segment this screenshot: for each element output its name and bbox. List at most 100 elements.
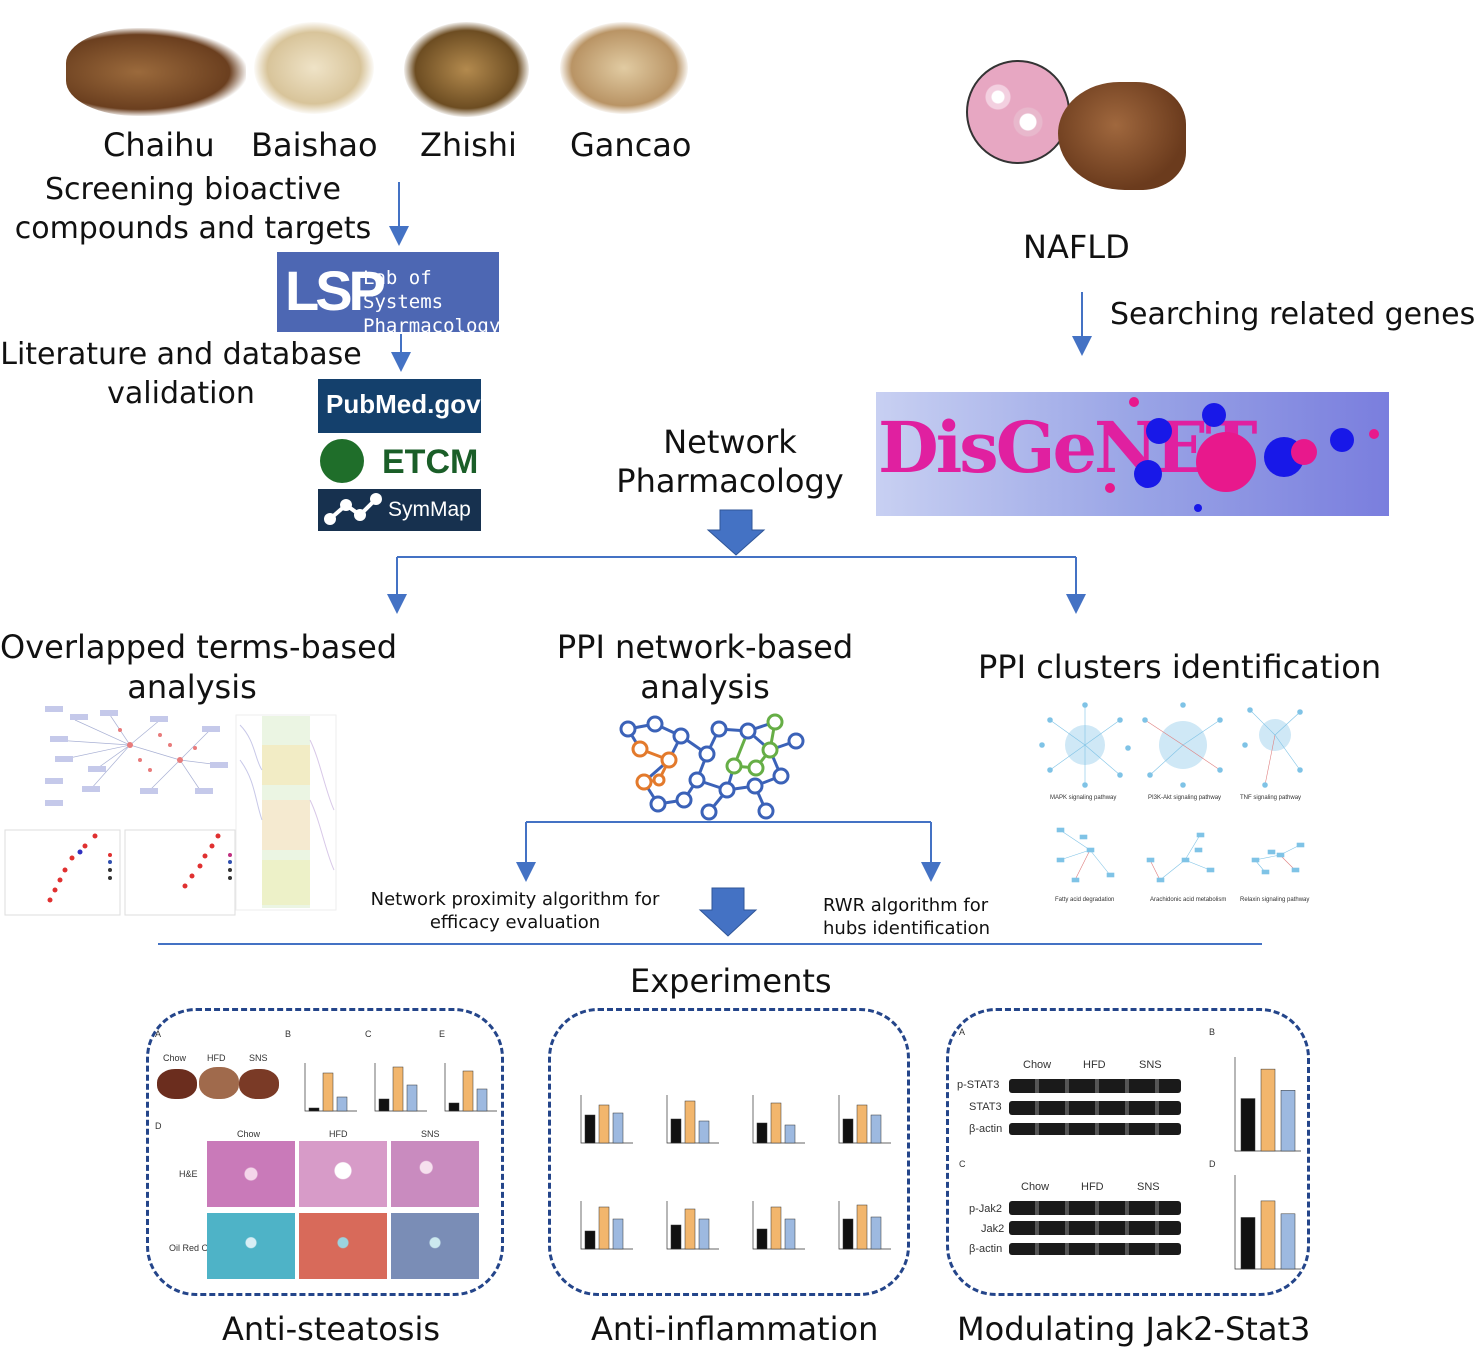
inflam-top-2-bar-0 <box>756 1122 768 1144</box>
he-hfd <box>299 1141 387 1207</box>
cluster-caption-6: Relaxin signaling pathway <box>1240 897 1310 903</box>
pubmed-logo: PubMed.gov <box>318 379 481 433</box>
inflammation-title: Anti-inflammation <box>591 1310 879 1348</box>
he-sns <box>391 1141 479 1207</box>
cluster-caption-3: TNF signaling pathway <box>1240 795 1302 801</box>
blot-stat3 <box>1009 1101 1181 1115</box>
overlap-network-nodes <box>45 706 228 806</box>
inflam-bottom-1-bar-0 <box>670 1224 682 1250</box>
inflam-bottom-2-bar-0 <box>756 1228 768 1250</box>
cluster-caption-1: MAPK signaling pathway <box>1050 795 1117 801</box>
literature-line-1: Literature and database <box>0 337 362 372</box>
steatosis-title: Anti-steatosis <box>222 1310 441 1348</box>
gancao-image <box>560 22 688 114</box>
etcm-seal-icon <box>320 439 364 483</box>
inflam-top-1-bar-2 <box>698 1120 710 1144</box>
jak-top-bar-2 <box>1280 1090 1296 1152</box>
disgenet-bubbles <box>1105 397 1379 512</box>
steatosis-b-bar-2 <box>336 1096 348 1112</box>
nafld-label: NAFLD <box>1023 228 1130 266</box>
block-arrow-experiments <box>698 887 758 937</box>
block-arrow-network <box>706 509 766 556</box>
rwr-line-2: hubs identification <box>823 918 991 939</box>
inflam-top-0-bar-2 <box>612 1112 624 1144</box>
chaihu-image <box>66 28 246 116</box>
cluster-4 <box>1056 827 1115 883</box>
inflam-top-3-bar-1 <box>856 1104 868 1144</box>
blot-jak2 <box>1009 1221 1181 1235</box>
jak-bottom-bar-1 <box>1260 1200 1276 1270</box>
searching-genes-label: Searching related genes <box>1110 297 1476 332</box>
inflam-top-0-bar-1 <box>598 1104 610 1144</box>
screening-line-2: compounds and targets <box>14 211 372 246</box>
inflam-top-2-bar-2 <box>784 1124 796 1144</box>
dotplot-thumbnail-2 <box>124 829 236 916</box>
inflam-bottom-2-bar-1 <box>770 1206 782 1250</box>
inflam-bottom-1-bar-2 <box>698 1218 710 1250</box>
jak-title: Modulating Jak2-Stat3 <box>957 1310 1311 1348</box>
cluster-2 <box>1142 702 1223 788</box>
network-label-line-2: Pharmacology <box>616 462 844 500</box>
jak-top-bar-1 <box>1260 1068 1276 1152</box>
he-chow <box>207 1141 295 1207</box>
ppi-clusters-title: PPI clusters identification <box>978 648 1382 686</box>
blot-p-jak2 <box>1009 1201 1181 1215</box>
ppi-clusters-thumbnail <box>1039 702 1305 883</box>
inflam-bottom-3-bar-0 <box>842 1218 854 1250</box>
histology-magnifier <box>966 60 1070 164</box>
steatosis-e-bar-0 <box>448 1102 460 1112</box>
panel-jak2-stat3: A B C D Chow HFD SNS p-STAT3 STAT3 β-act… <box>946 1008 1310 1296</box>
panel-anti-steatosis: A B C E D Chow HFD SNS Chow HFD SNS H&E … <box>146 1008 504 1296</box>
inflam-top-3-bar-0 <box>842 1118 854 1144</box>
jak-bottom-axis <box>1234 1175 1301 1270</box>
inflammation-bar-charts <box>580 1095 891 1250</box>
steatosis-e-bar-2 <box>476 1088 488 1112</box>
steatosis-c-bar-2 <box>406 1084 418 1112</box>
baishao-image <box>254 22 374 114</box>
herb-label-chaihu: Chaihu <box>103 126 215 164</box>
experiments-title: Experiments <box>630 962 832 1000</box>
inflam-top-0-bar-0 <box>584 1114 596 1144</box>
ppi-network-title-line-1: PPI network-based <box>556 628 854 666</box>
oro-chow <box>207 1213 295 1279</box>
rwr-line-1: RWR algorithm for <box>823 895 989 916</box>
overlap-network-thumbnail <box>54 714 221 791</box>
cluster-caption-5: Arachidonic acid metabolism <box>1150 897 1227 903</box>
jak-top-axis <box>1234 1057 1301 1152</box>
symmap-graph-icon <box>324 493 382 525</box>
panel-anti-inflammation <box>548 1008 910 1296</box>
steatosis-b-bar-0 <box>308 1107 320 1112</box>
jak-bar-charts <box>1234 1057 1301 1270</box>
literature-line-2: validation <box>107 376 255 411</box>
inflam-bottom-0-bar-0 <box>584 1230 596 1250</box>
herb-label-gancao: Gancao <box>570 126 692 164</box>
symmap-logo: SymMap <box>318 489 481 531</box>
inflam-bottom-0-bar-1 <box>598 1206 610 1250</box>
inflam-bottom-3-bar-1 <box>856 1204 868 1250</box>
oro-hfd <box>299 1213 387 1279</box>
liver-photo-hfd <box>199 1067 239 1099</box>
liver-photo-sns <box>239 1069 279 1099</box>
jak-bottom-bar-0 <box>1240 1217 1256 1270</box>
inflam-top-3-bar-2 <box>870 1114 882 1144</box>
ppi-network-title-line-2: analysis <box>640 668 770 706</box>
jak-bottom-bar-2 <box>1280 1213 1296 1270</box>
blot-beta-actin-2 <box>1009 1243 1181 1255</box>
network-label-line-1: Network <box>663 423 797 461</box>
screening-line-1: Screening bioactive <box>45 172 341 207</box>
steatosis-bar-charts <box>304 1063 497 1112</box>
dotplot-thumbnail-1 <box>4 829 121 916</box>
steatosis-c-bar-0 <box>378 1098 390 1112</box>
oro-sns <box>391 1213 479 1279</box>
herb-label-baishao: Baishao <box>251 126 378 164</box>
jak-top-bar-0 <box>1240 1098 1256 1152</box>
cluster-1 <box>1039 702 1131 788</box>
sankey-thumbnail <box>235 714 337 911</box>
inflam-top-1-bar-1 <box>684 1100 696 1144</box>
inflam-bottom-2-bar-2 <box>784 1218 796 1250</box>
inflam-bottom-3-bar-2 <box>870 1216 882 1250</box>
overlap-title-line-2: analysis <box>127 668 257 706</box>
overlap-title-line-1: Overlapped terms-based <box>0 628 398 666</box>
